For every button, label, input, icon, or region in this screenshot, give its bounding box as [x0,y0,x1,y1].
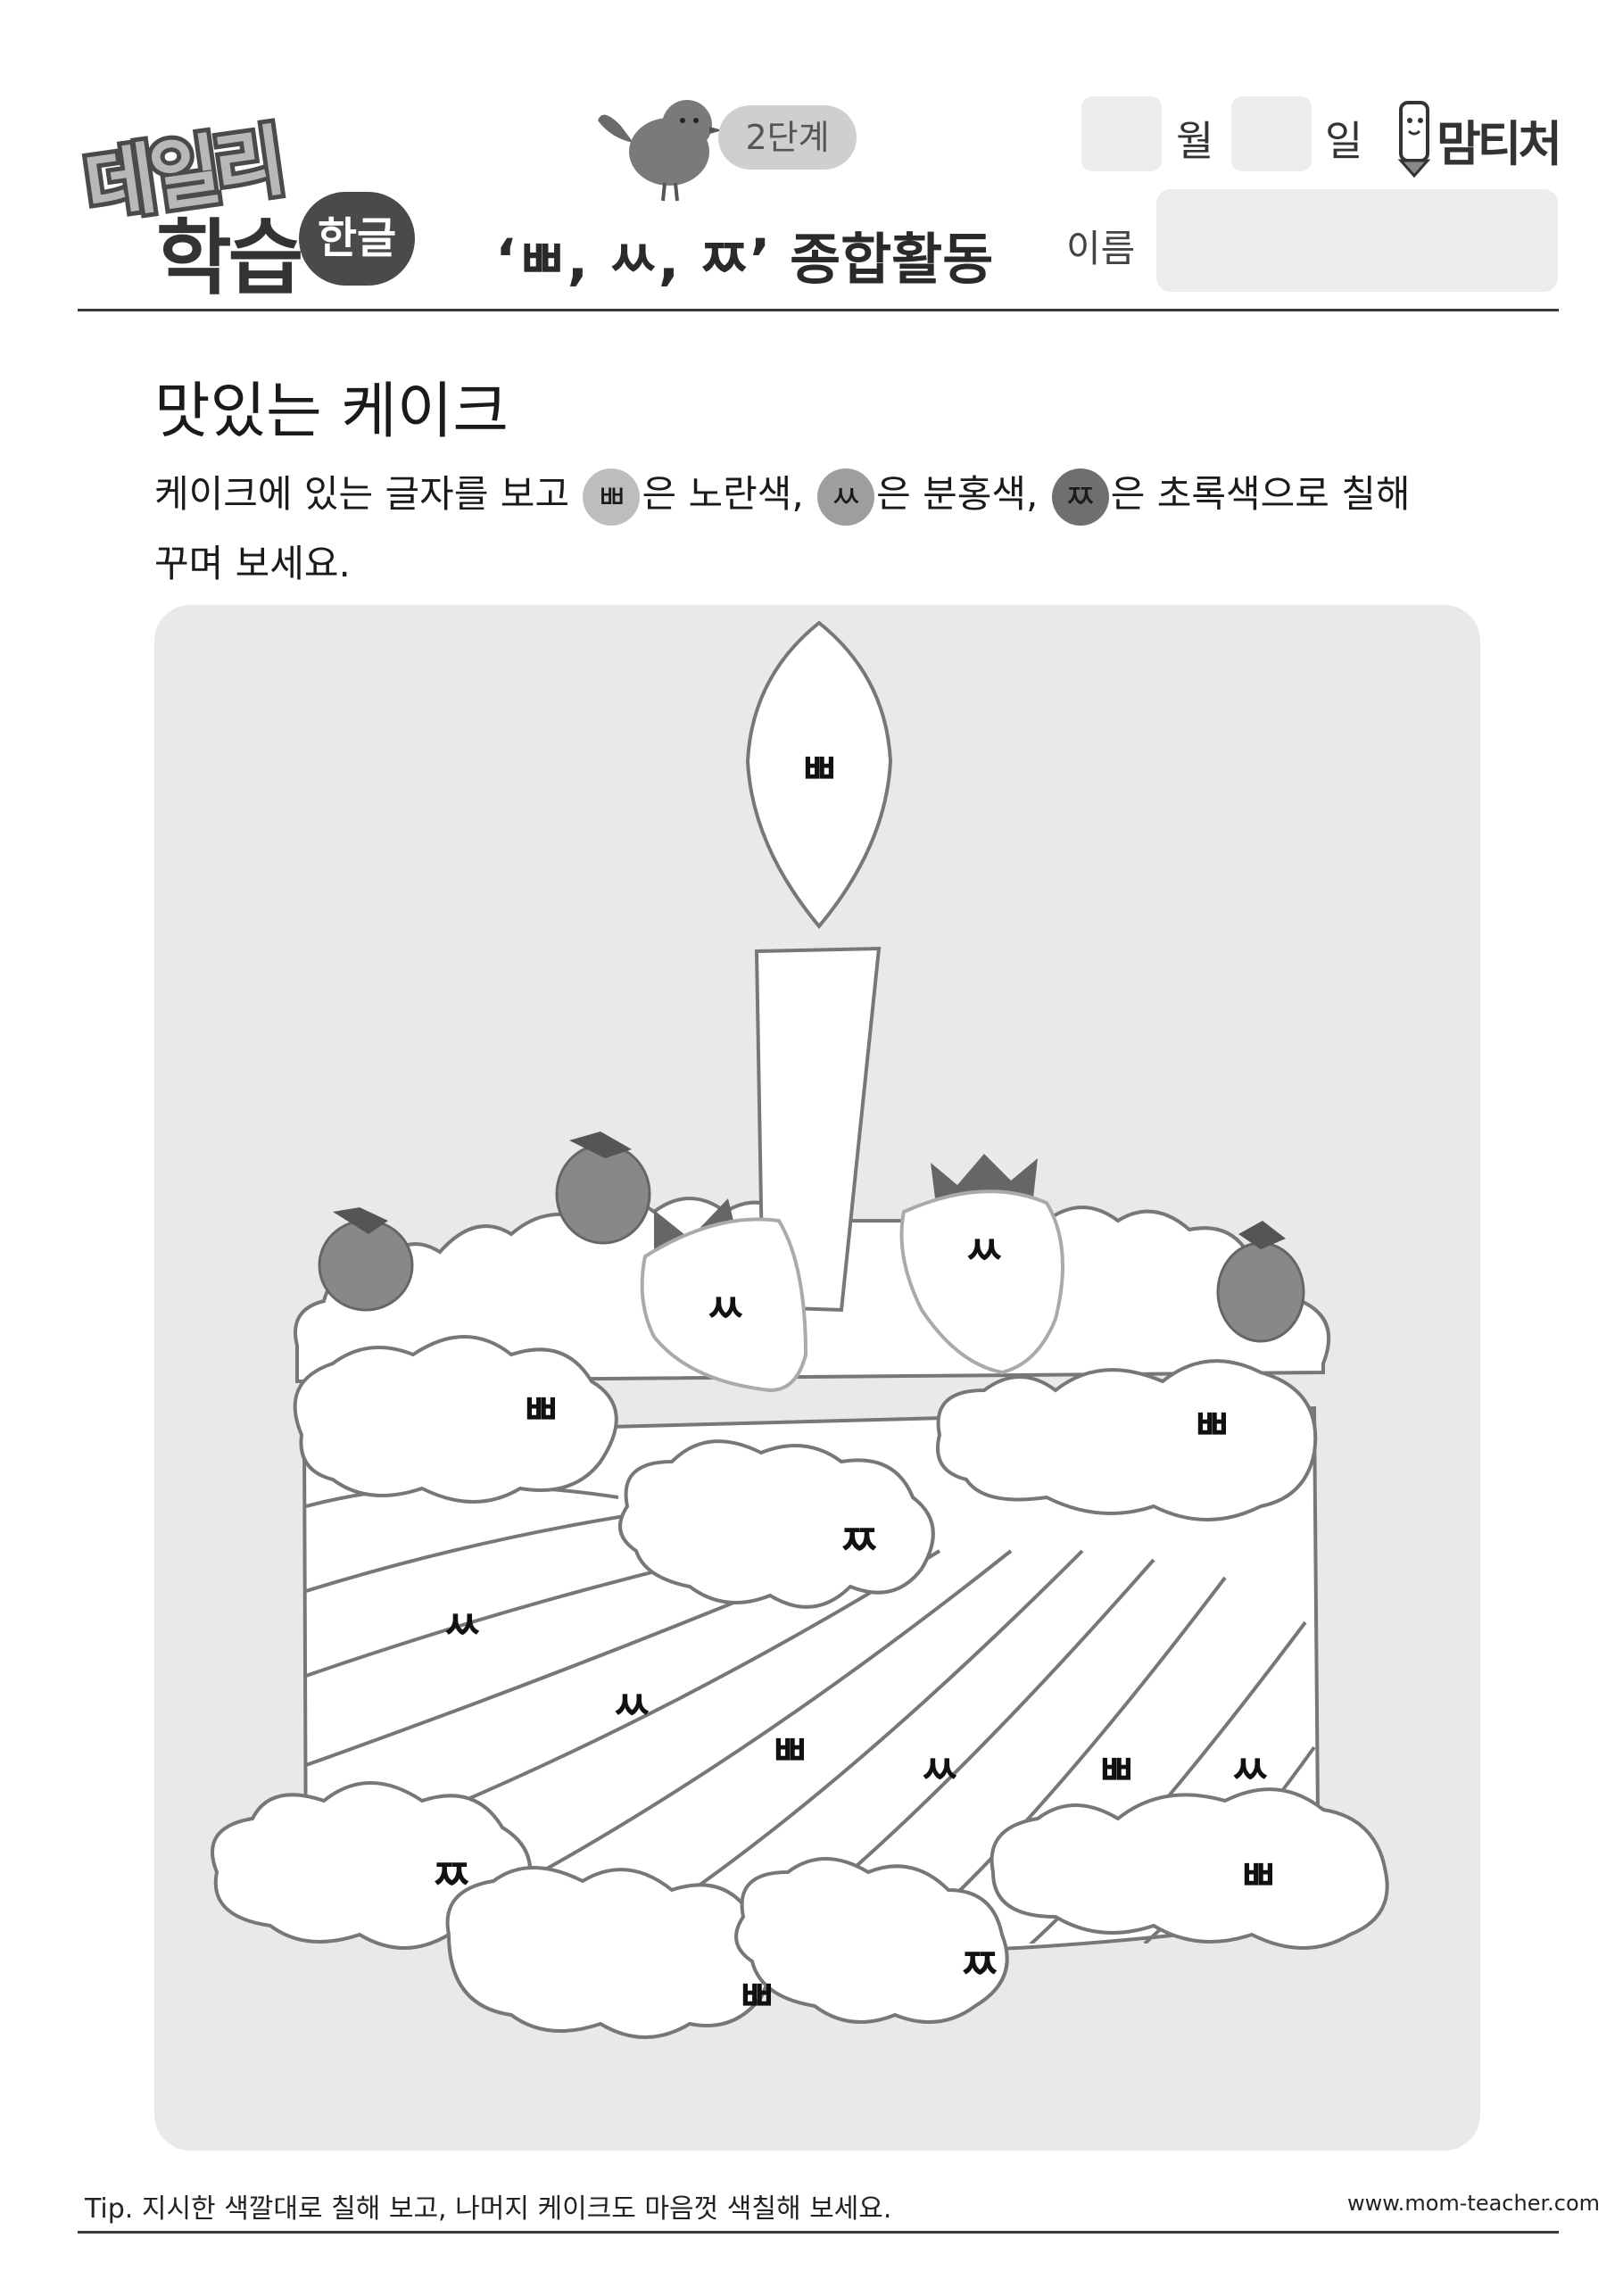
candle[interactable] [754,946,882,1313]
brand-line2: 학습 [156,211,303,306]
label-stripe-1: ㅆ [443,1601,482,1651]
strawberry-cut-right[interactable] [899,1154,1064,1375]
candle-flame[interactable] [745,620,893,930]
chip-ss: ㅆ [817,468,875,526]
cream-top-right[interactable] [936,1359,1318,1521]
label-cream-top-right: ㅃ [1192,1400,1231,1450]
label-cream-top-left: ㅃ [521,1385,560,1435]
activity-title: 맛있는 케이크 [154,377,509,447]
mom-teacher-logo: 맘티처 [1387,94,1566,178]
label-cream-bottom-mid: ㅉ [960,1940,999,1990]
label-strawberry-right: ㅆ [965,1226,1004,1276]
footer-divider [78,2231,1559,2234]
chip-bb: ㅃ [583,468,641,526]
day-label: 일 [1325,117,1363,165]
website-url[interactable]: www.mom-teacher.com [1347,2191,1601,2216]
cream-bottom-mid[interactable] [734,1857,1009,2024]
label-stripe-2: ㅆ [612,1681,651,1731]
pencil-mascot-icon [1397,101,1431,178]
label-cream-bottom-right: ㅃ [1238,1851,1278,1901]
instruction-part1: 케이크에 있는 글자를 보고 [154,472,582,516]
label-stripe-3: ㅃ [770,1726,809,1776]
strawberry-cut-left[interactable] [640,1198,808,1393]
name-label: 이름 [1066,227,1136,270]
label-cream-top-center: ㅉ [840,1516,879,1566]
instruction-part3: 은 분홍색, [876,472,1050,516]
name-input-box[interactable] [1156,189,1558,292]
month-label: 월 [1176,117,1214,165]
label-cream-bottom-center: ㅃ [737,1971,776,2021]
instruction-part4: 은 초록색으로 칠해 [1110,472,1411,516]
cream-bottom-right[interactable] [990,1787,1389,1950]
cream-top-center[interactable] [618,1439,935,1609]
day-input-box[interactable] [1231,96,1312,171]
label-cream-bottom-left: ㅉ [432,1851,471,1901]
strawberry-whole[interactable] [318,1143,1305,1343]
label-strawberry-left: ㅆ [706,1284,745,1334]
cream-bottom-center[interactable] [445,1866,774,2039]
label-stripe-4: ㅆ [920,1745,959,1795]
level-badge: 2단계 [718,105,857,170]
label-candle-flame: ㅃ [799,744,839,794]
instruction-line2: 꾸며 보세요. [154,542,351,585]
label-stripe-6: ㅆ [1230,1745,1270,1795]
brand-logo: 데일리 학습 한글 [71,107,446,306]
cake-illustration[interactable]: ㅃ ㅆ ㅆ ㅃ ㅃ ㅉ ㅆ ㅆ ㅃ ㅆ ㅃ ㅆ ㅉ ㅃ ㅉ ㅃ [154,605,1480,2151]
brand-badge: 한글 [299,192,415,286]
header-divider [78,309,1559,311]
bird-icon [598,100,723,202]
chip-jj: ㅉ [1051,468,1109,526]
tip-text: Tip. 지시한 색깔대로 칠해 보고, 나머지 케이크도 마음껏 색칠해 보세… [85,2193,892,2225]
subject-title: ‘ㅃ, ㅆ, ㅉ’ 종합활동 [495,227,994,292]
label-stripe-5: ㅃ [1097,1745,1136,1795]
cream-top-left[interactable] [293,1335,618,1504]
instruction-part2: 은 노란색, [642,472,816,516]
month-input-box[interactable] [1081,96,1162,171]
logo-text: 맘티처 [1437,116,1562,172]
